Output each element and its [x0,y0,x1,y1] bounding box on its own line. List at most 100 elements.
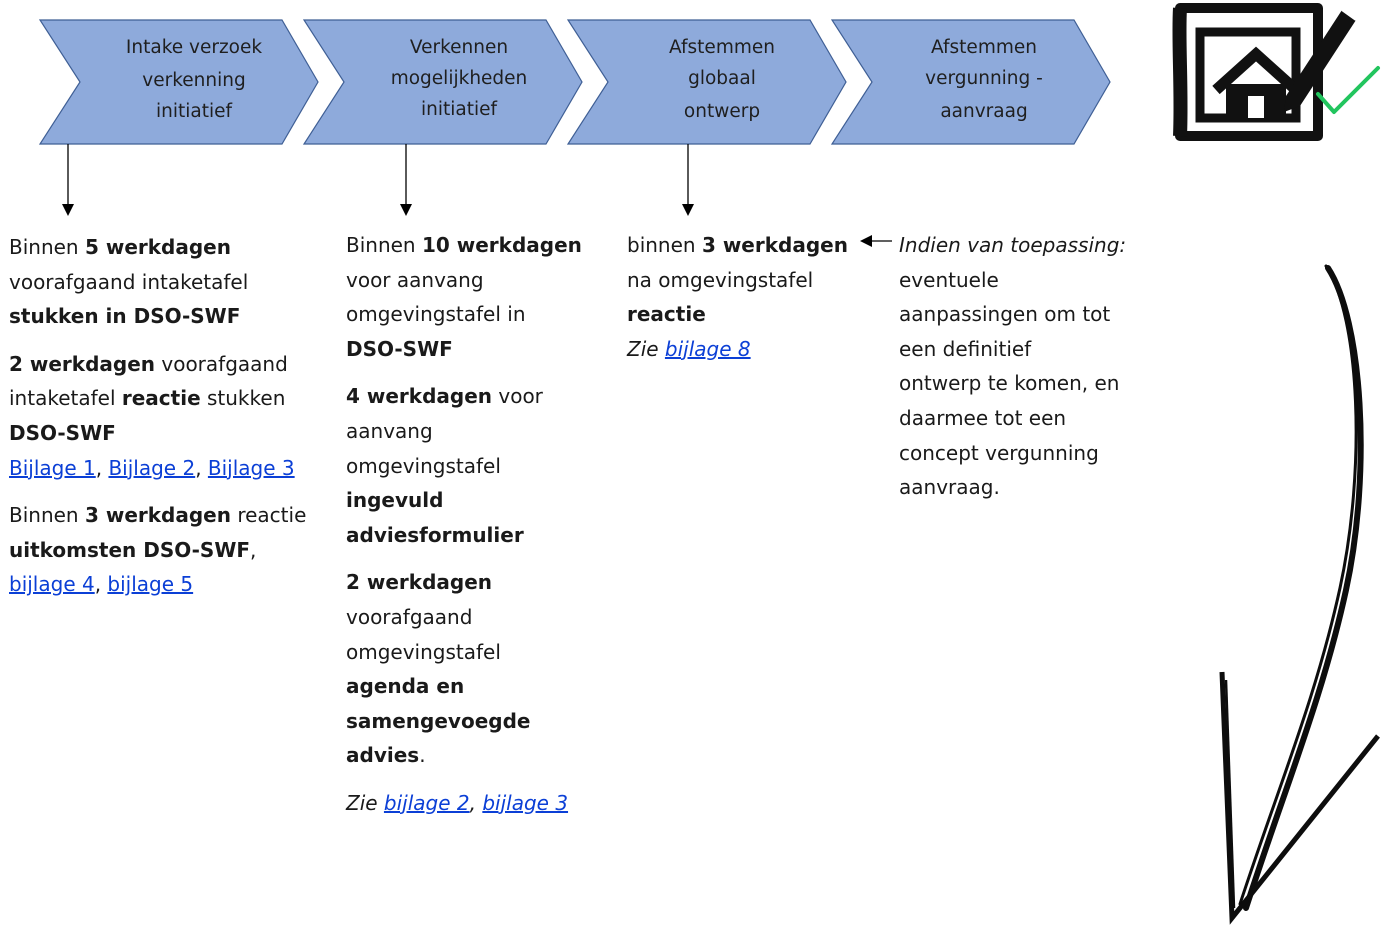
text: omgevingstafel in [346,302,526,327]
text: voorafgaand [155,351,288,376]
stage-2-line-1: Verkennen [410,37,508,58]
text: concept vergunning [899,440,1099,465]
deadline-days: 3 werkdagen [701,233,848,257]
deliverable: samengevoegde [346,708,531,733]
verkennen-paragraph-4: Zie bijlage 2, bijlage 3 [346,786,606,821]
verkennen-paragraph-2: 4 werkdagen voor aanvang omgevingstafel … [346,379,606,552]
deadline-days: 2 werkdagen [9,351,156,376]
link-bijlage-3[interactable]: Bijlage 3 [207,455,295,480]
text: Binnen [9,503,85,528]
deadline-days: 3 werkdagen [84,503,231,528]
down-arrow-2 [400,144,412,216]
intake-paragraph-3: Binnen 3 werkdagen reactie uitkomsten DS… [9,498,329,602]
deliverable: DSO-SWF [9,420,116,445]
text: daarmee tot een [899,405,1067,430]
stage-3-line-3: ontwerp [684,101,760,122]
text: Binnen [346,233,422,257]
curved-down-arrow-icon [1219,264,1380,925]
text: omgevingstafel [346,639,501,664]
stage-1-label: Intake verzoek verkenning initiatief [126,37,262,122]
checkmark-icon [1316,66,1380,114]
deliverable: adviesformulier [346,522,524,547]
stage-3-chevron [566,19,847,145]
deliverable: stukken in DSO-SWF [9,304,241,329]
text: een definitief [899,336,1032,361]
ontwerp-paragraph: binnen 3 werkdagen na omgevingstafel rea… [627,228,867,366]
text: voorafgaand intaketafel [9,269,249,294]
column-ontwerp: binnen 3 werkdagen na omgevingstafel rea… [627,228,867,379]
text: na omgevingstafel [627,267,814,292]
verkennen-paragraph-3: 2 werkdagen voorafgaand omgevingstafel a… [346,565,606,773]
text: aanvang [346,418,433,443]
text: voorafgaand [346,604,473,629]
text: voor aanvang [346,267,484,292]
deliverable: reactie [627,302,706,327]
deliverable: uitkomsten DSO-SWF [9,537,251,562]
link-bijlage-2[interactable]: bijlage 2 [383,790,470,815]
text: voor [492,384,543,409]
link-bijlage-8[interactable]: bijlage 8 [664,336,751,361]
intake-paragraph-2: 2 werkdagen voorafgaand intaketafel reac… [9,347,329,485]
column-intake: Binnen 5 werkdagen voorafgaand intaketaf… [9,230,329,615]
text: Zie [627,336,665,361]
stage-2-label: Verkennen mogelijkheden initiatief [391,37,528,120]
down-arrow-1 [62,144,74,216]
stage-1-line-1: Intake verzoek [126,37,262,58]
separator: , [469,790,483,815]
stage-4-label: Afstemmen vergunning - aanvraag [925,37,1043,122]
separator: , [195,455,208,480]
verkennen-paragraph-1: Binnen 10 werkdagen voor aanvang omgevin… [346,228,606,366]
text: aanvraag. [899,475,1000,500]
stage-3-line-2: globaal [688,68,756,89]
text: Zie [346,790,384,815]
column-verkennen: Binnen 10 werkdagen voor aanvang omgevin… [346,228,606,834]
deliverable: ingevuld [346,488,444,513]
text: eventuele [899,267,999,292]
stage-4-line-3: aanvraag [940,101,1027,122]
text: , [250,537,257,562]
link-bijlage-1[interactable]: Bijlage 1 [9,455,96,480]
deadline-days: 5 werkdagen [84,235,231,259]
stage-4-chevron [830,19,1111,145]
stage-1-line-2: verkenning [142,70,245,91]
deadline-days: 10 werkdagen [421,233,582,257]
deadline-days: 2 werkdagen [346,570,493,595]
stage-2-chevron [302,19,583,145]
text: omgevingstafel [346,453,501,478]
text: stukken [200,386,286,411]
deliverable: agenda en [346,674,465,699]
left-arrow [860,235,892,247]
text: binnen [627,233,702,257]
text: . [419,743,426,768]
vergunning-paragraph: Indien van toepassing: eventuele aanpass… [899,228,1159,505]
stage-1-chevron [38,19,319,145]
deadline-days: 4 werkdagen [346,384,493,409]
link-bijlage-3[interactable]: bijlage 3 [482,790,569,815]
process-chevrons [38,19,1111,145]
column-vergunning: Indien van toepassing: eventuele aanpass… [899,228,1159,518]
stage-1-line-3: initiatief [156,101,233,122]
connector-arrows [62,144,892,247]
stage-3-line-1: Afstemmen [669,37,775,58]
stage-2-line-2: mogelijkheden [391,68,528,89]
separator: , [95,455,109,480]
stage-2-line-3: initiatief [421,99,498,120]
stage-3-label: Afstemmen globaal ontwerp [669,37,775,122]
deliverable: DSO-SWF [346,336,453,361]
text: ontwerp te komen, en [899,371,1120,396]
deliverable: reactie [121,386,201,411]
deliverable: advies [346,743,420,768]
text: aanpassingen om tot [899,302,1111,327]
down-arrow-3 [682,144,694,216]
stage-4-line-1: Afstemmen [931,37,1037,58]
separator: , [94,572,108,597]
link-bijlage-5[interactable]: bijlage 5 [107,572,194,597]
link-bijlage-4[interactable]: bijlage 4 [9,572,95,597]
link-bijlage-2[interactable]: Bijlage 2 [108,455,196,480]
condition-label: Indien van toepassing: [899,233,1127,257]
stage-4-line-2: vergunning - [925,68,1043,89]
text: reactie [230,503,307,528]
intake-paragraph-1: Binnen 5 werkdagen voorafgaand intaketaf… [9,230,329,334]
text: Binnen [9,235,85,259]
